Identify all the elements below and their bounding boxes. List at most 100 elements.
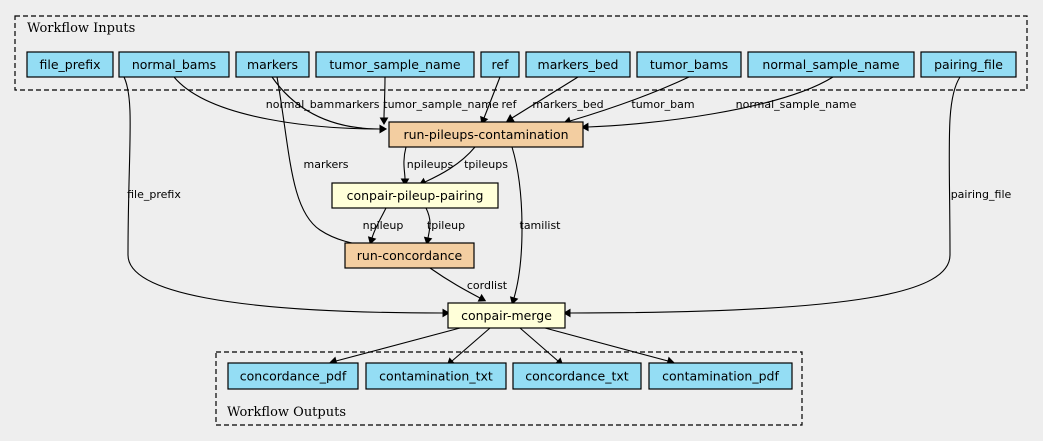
node-label: run-concordance	[357, 248, 463, 263]
output-concordance-txt: concordance_txt	[512, 362, 642, 390]
input-ref: ref	[480, 51, 520, 78]
edge-conpair-merge-to-concordance-txt	[519, 327, 564, 366]
edge-label: tumor_bam	[631, 98, 694, 111]
arrowhead	[477, 293, 487, 302]
edge-line	[544, 327, 669, 362]
edge-line	[123, 76, 444, 314]
input-normal-sample-name: normal_sample_name	[747, 51, 915, 78]
edge-line	[483, 76, 501, 119]
arrowhead	[400, 178, 410, 186]
node-box	[331, 182, 499, 209]
node-box	[636, 51, 742, 78]
node-box	[648, 362, 793, 390]
edge-line	[429, 267, 481, 299]
arrowhead	[581, 122, 589, 132]
node-label: contamination_txt	[379, 369, 493, 384]
node-label: tumor_bams	[650, 57, 728, 72]
node-label: pairing_file	[934, 57, 1003, 72]
edge-line	[383, 76, 386, 119]
inputs-cluster-label: Workflow Inputs	[27, 21, 135, 36]
input-normal-bams: normal_bams	[118, 51, 230, 78]
outputs-cluster: Workflow Outputs	[215, 351, 803, 426]
arrowhead	[442, 308, 450, 318]
edge-label: markers	[335, 98, 380, 111]
edge-label: npileups	[407, 158, 454, 171]
edge-run-concordance-to-conpair-merge: cordlist	[429, 267, 508, 302]
step-run-concordance: run-concordance	[344, 242, 475, 269]
node-label: concordance_txt	[525, 369, 629, 384]
edge-label: pairing_file	[951, 188, 1012, 201]
edge-line	[271, 76, 381, 130]
edge-run-pileups-to-conpair-pairing: npileups	[400, 146, 454, 186]
edge-tumor-sample-name-to-run-pileups: tumor_sample_name	[379, 76, 499, 125]
edge-conpair-pairing-to-run-concordance: tpileup	[423, 207, 465, 245]
edge-line	[511, 76, 579, 119]
node-box	[447, 302, 566, 329]
step-run-pileups: run-pileups-contamination	[388, 121, 584, 148]
input-markers: markers	[235, 51, 310, 78]
node-label: tumor_sample_name	[329, 57, 460, 72]
edge-label: tpileup	[427, 219, 465, 232]
edge-label: normal_bam	[266, 98, 334, 111]
edge-line	[371, 207, 387, 239]
node-label: conpair-pileup-pairing	[347, 188, 484, 203]
node-box	[315, 51, 475, 78]
input-tumor-bams: tumor_bams	[636, 51, 742, 78]
edge-markers-bed-to-run-pileups: markers_bed	[506, 76, 604, 122]
node-label: file_prefix	[39, 57, 100, 72]
input-tumor-sample-name: tumor_sample_name	[315, 51, 475, 78]
step-conpair-merge: conpair-merge	[447, 302, 566, 329]
node-label: normal_sample_name	[762, 57, 900, 72]
input-file-prefix: file_prefix	[26, 51, 114, 78]
edge-conpair-merge-to-contamination-txt	[446, 327, 491, 366]
edge-line	[335, 327, 461, 362]
edge-pairing-file-to-conpair-merge: pairing_file	[563, 76, 1012, 318]
node-box	[920, 51, 1017, 78]
node-box	[227, 362, 359, 390]
node-box	[118, 51, 230, 78]
node-label: markers_bed	[538, 57, 619, 72]
node-box	[747, 51, 915, 78]
edge-label: tpileups	[464, 158, 508, 171]
arrowhead	[563, 308, 571, 318]
edge-conpair-merge-to-contamination-pdf	[544, 327, 675, 366]
node-box	[480, 51, 520, 78]
edge-label: cordlist	[467, 279, 508, 292]
input-markers-bed: markers_bed	[525, 51, 631, 78]
edge-label: npileup	[363, 219, 404, 232]
edge-label: ref	[502, 98, 518, 111]
edge-label: markers_bed	[532, 98, 603, 111]
node-label: concordance_pdf	[240, 369, 347, 384]
edge-line	[276, 76, 371, 246]
edge-line	[569, 76, 961, 314]
edge-label: normal_sample_name	[736, 98, 857, 111]
node-box	[26, 51, 114, 78]
arrowhead	[509, 296, 519, 305]
edge-line	[173, 76, 381, 130]
output-contamination-txt: contamination_txt	[365, 362, 507, 390]
node-box	[388, 121, 584, 148]
node-label: run-pileups-contamination	[403, 127, 568, 142]
edge-line	[424, 146, 476, 183]
edge-label: tumor_sample_name	[383, 98, 499, 111]
edge-conpair-merge-to-concordance-pdf	[329, 327, 461, 366]
edge-normal-sample-name-to-run-pileups: normal_sample_name	[581, 76, 857, 132]
edge-line	[587, 76, 834, 128]
node-box	[525, 51, 631, 78]
arrowhead	[379, 124, 387, 134]
output-concordance-pdf: concordance_pdf	[227, 362, 359, 390]
arrowhead	[506, 113, 515, 122]
edge-line	[511, 146, 523, 299]
edge-conpair-pairing-to-run-concordance: npileup	[363, 207, 404, 245]
node-box	[235, 51, 310, 78]
arrowhead	[367, 236, 377, 245]
edge-line	[403, 146, 407, 180]
output-contamination-pdf: contamination_pdf	[648, 362, 793, 390]
edge-line	[569, 76, 690, 122]
node-label: conpair-merge	[461, 308, 552, 323]
node-box	[512, 362, 642, 390]
arrowhead	[379, 117, 389, 125]
